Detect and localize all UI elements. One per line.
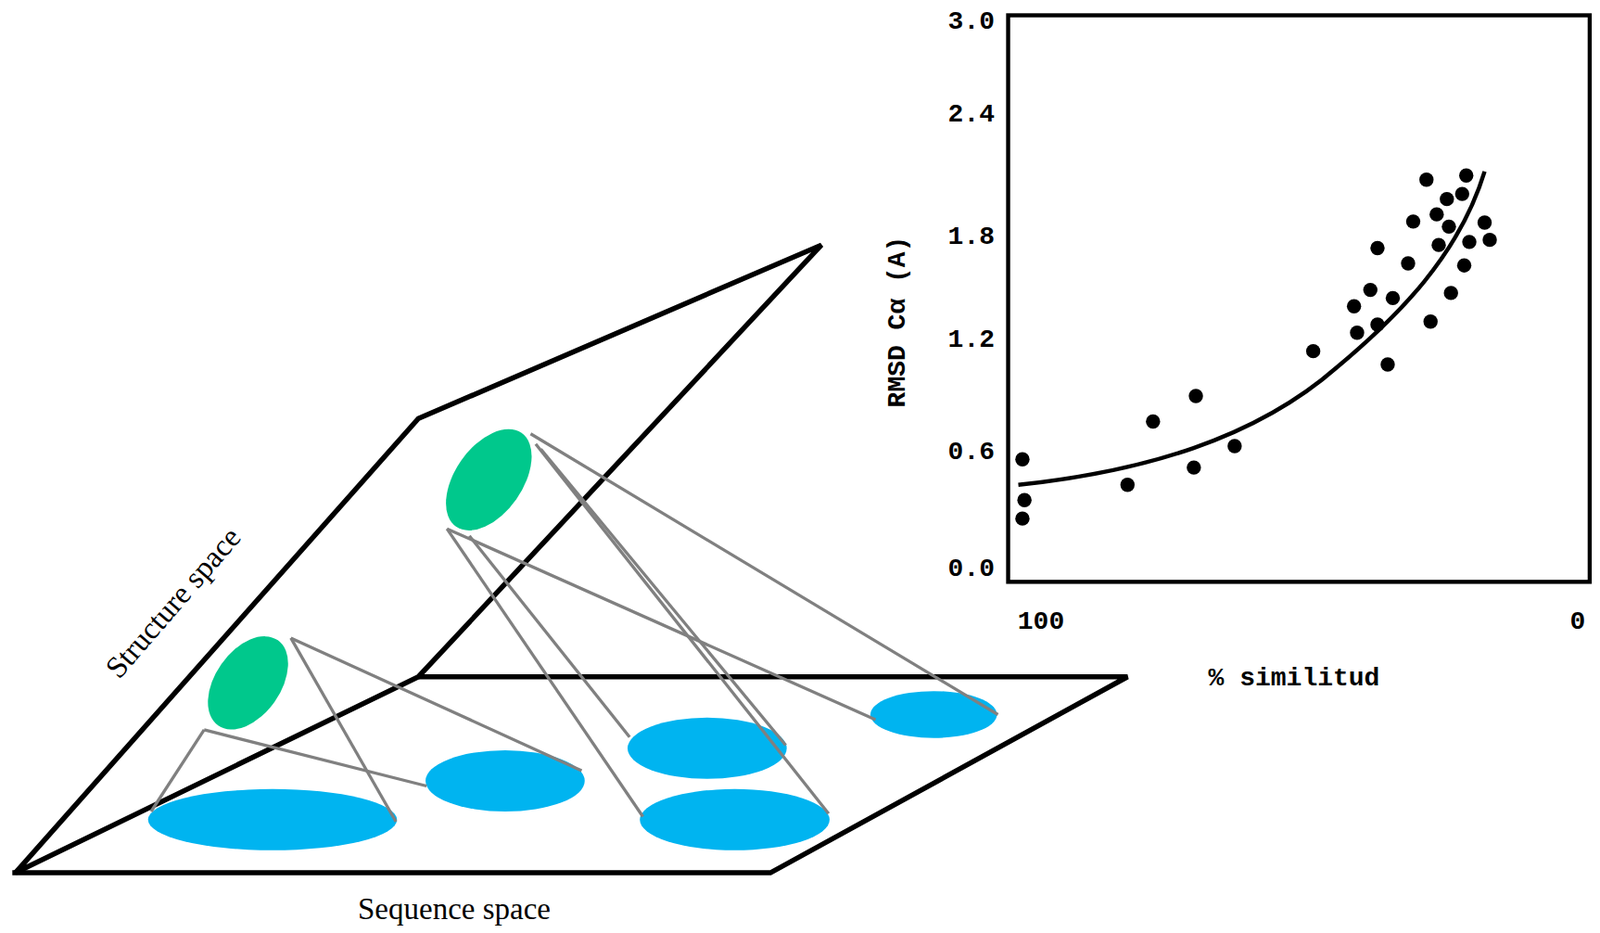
plot-frame [1008,15,1590,583]
tick-label: 3.0 [948,9,995,36]
sequence-ellipse [627,717,788,779]
sequence-ellipse [148,788,398,851]
sequence-ellipse [639,788,830,851]
planes [12,244,1128,873]
structure-ellipse [428,413,549,547]
structure-plane [15,244,823,873]
tick-label: 0.0 [948,556,995,583]
sequence-ellipse [425,749,585,812]
tick-label: 100 [1017,609,1065,635]
data-points [1015,168,1498,526]
tick-label: 2.4 [948,101,995,128]
sequence-ellipse [870,690,997,738]
structure-regions [190,413,549,745]
axis-title: % similitud [1208,665,1381,692]
scatter-plot [1008,15,1590,583]
plane-label: Structure space [100,521,247,684]
tick-label: 1.8 [948,224,995,251]
tick-label: 1.2 [948,327,995,354]
plane-label: Sequence space [357,893,551,925]
tick-label: 0.6 [948,439,995,466]
axis-title: RMSD Cα (A) [885,236,912,408]
sequence-plane [12,676,1128,873]
tick-label: 0 [1570,609,1587,635]
fit-curve [1018,171,1486,485]
projection-lines [151,433,999,822]
structure-ellipse [190,621,305,744]
